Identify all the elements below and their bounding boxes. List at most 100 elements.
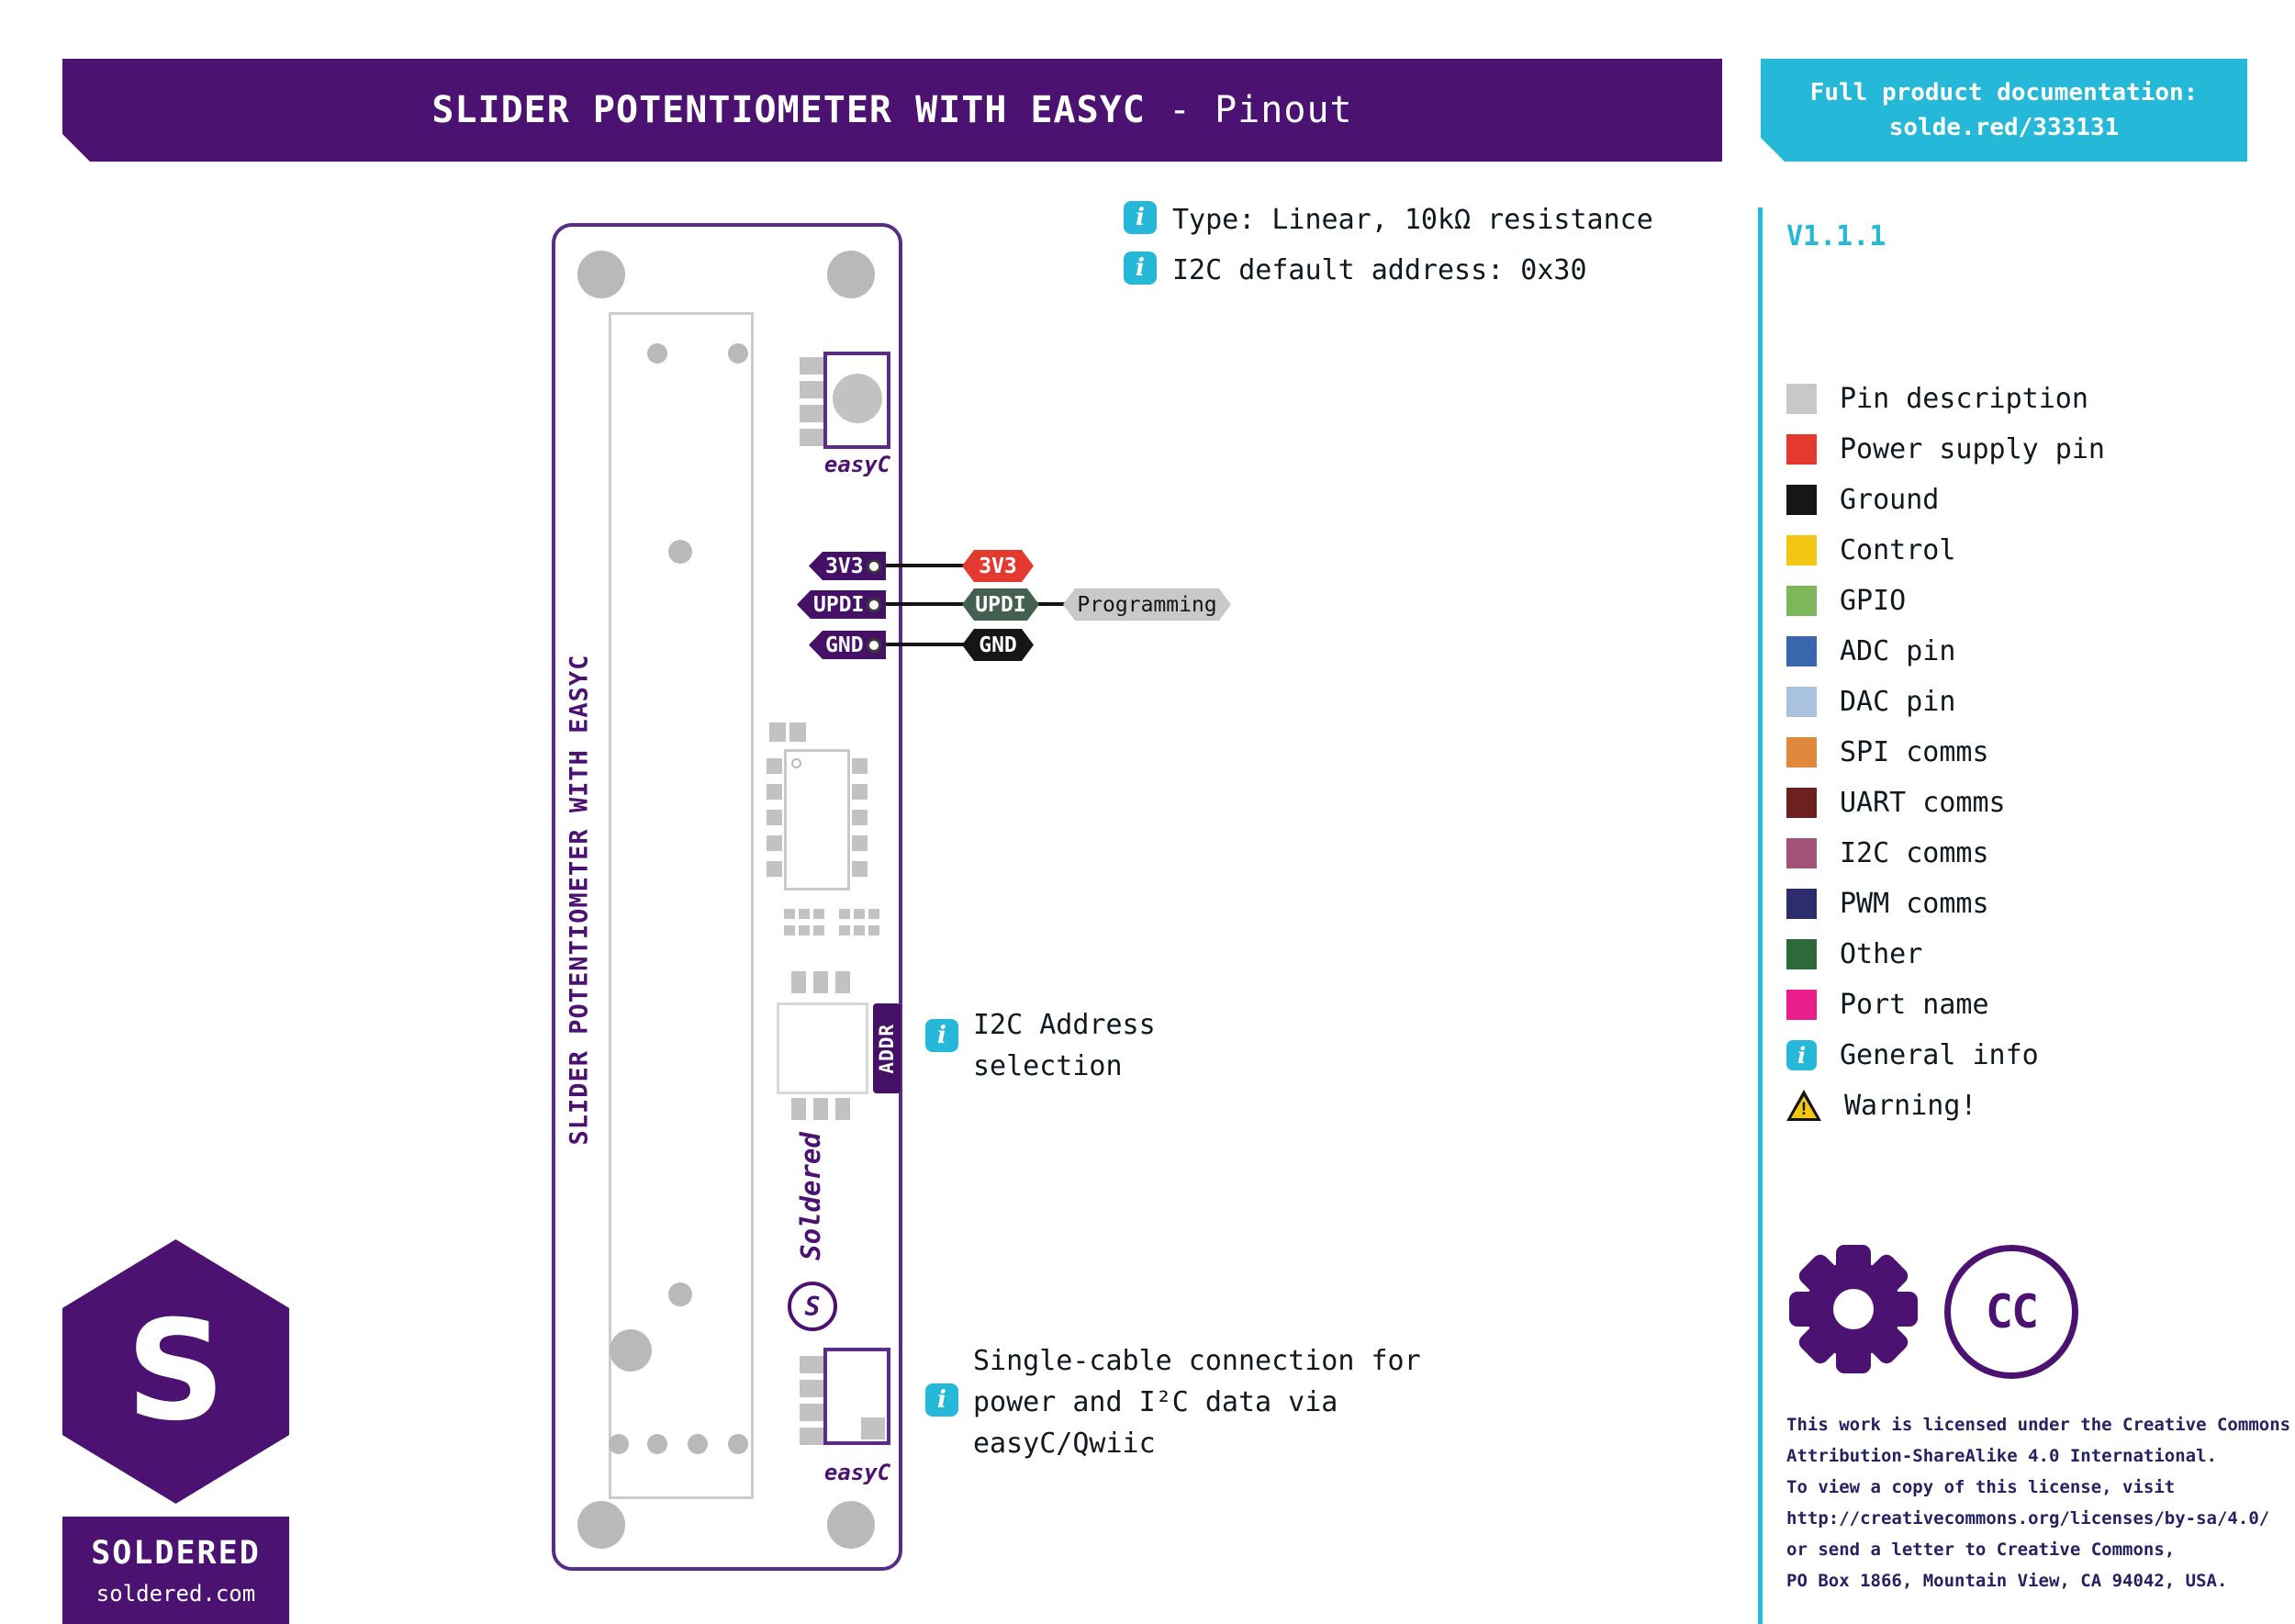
addr-note: I2C Address selection — [973, 1004, 1156, 1087]
soldered-mark: S — [788, 1282, 837, 1331]
solder-point — [647, 343, 667, 364]
legend-color-swatch — [1786, 989, 1817, 1020]
info-glyph: i — [937, 1022, 946, 1049]
legend-label: ADC pin — [1840, 634, 1956, 667]
chip-pad — [767, 861, 782, 877]
info-icon: i — [925, 1019, 958, 1052]
solder-point — [668, 540, 692, 564]
pin-tag-label: UPDI — [813, 592, 865, 617]
legend-label: Warning! — [1844, 1089, 1977, 1122]
site-url: soldered.com — [95, 1580, 256, 1607]
gear-hole — [1833, 1289, 1874, 1329]
mounting-hole — [827, 251, 875, 298]
license-line: or send a letter to Creative Commons, — [1786, 1540, 2176, 1560]
info-glyph: i — [1136, 254, 1145, 282]
legend-color-swatch — [1786, 787, 1817, 818]
wire — [870, 564, 966, 567]
smd-pad — [799, 909, 810, 919]
doc-banner-line1: Full product documentation: — [1809, 79, 2199, 106]
info-icon: i — [925, 1383, 958, 1417]
wire — [1034, 602, 1067, 606]
legend: i ! Pin description i ! Power supply pin — [1786, 382, 2105, 1122]
legend-label: Ground — [1840, 483, 1940, 516]
addr-pad — [835, 1098, 850, 1120]
pin-hole — [867, 637, 881, 653]
smd-pad — [813, 925, 824, 935]
programming-badge: Programming — [1063, 588, 1231, 621]
connector-hole — [833, 374, 882, 423]
legend-label: General info — [1840, 1038, 2039, 1071]
easyc-label-bottom: easyC — [823, 1460, 891, 1485]
solder-point — [647, 1434, 667, 1454]
pin-tag-label: GND — [825, 633, 864, 657]
page-title: SLIDER POTENTIOMETER WITH EASYC — [431, 89, 1146, 131]
mounting-hole — [827, 1501, 875, 1549]
info-glyph: i — [1136, 204, 1145, 231]
legend-label: SPI comms — [1840, 735, 1989, 768]
pin-badge-3v3: 3V3 — [962, 550, 1034, 582]
documentation-banner: Full product documentation: solde.red/33… — [1761, 59, 2247, 162]
smd-pad — [784, 909, 795, 919]
connector-pad — [800, 429, 823, 446]
info-icon: i — [1124, 252, 1157, 285]
chip-pad — [852, 835, 868, 851]
note-type: Type: Linear, 10kΩ resistance — [1172, 204, 1653, 236]
addr-pad — [813, 1098, 828, 1120]
pin-tag-updi: UPDI — [797, 590, 886, 619]
wire — [870, 602, 966, 606]
connector-pad — [800, 405, 823, 422]
soldered-logo: S — [62, 1239, 289, 1504]
ic-chip — [784, 749, 850, 890]
smd-pad — [868, 925, 879, 935]
smd-pad — [868, 909, 879, 919]
easyc-note-line2: power and I²C data via — [973, 1386, 1338, 1418]
pin-badge-gnd: GND — [962, 629, 1034, 661]
legend-item: i ! I2C comms — [1786, 837, 2105, 869]
wire — [870, 643, 966, 646]
legend-color-swatch — [1786, 484, 1817, 515]
smd-pad — [784, 925, 795, 935]
legend-label: Pin description — [1840, 382, 2088, 415]
legend-label: Other — [1840, 937, 1923, 970]
pin-tag-label: 3V3 — [825, 554, 864, 578]
legend-item: i ! UART comms — [1786, 786, 2105, 819]
easyc-note-line1: Single-cable connection for — [973, 1345, 1421, 1377]
legend-color-swatch — [1786, 635, 1817, 666]
smd-pad — [839, 909, 850, 919]
legend-label: UART comms — [1840, 786, 2006, 819]
mounting-hole — [577, 251, 625, 298]
chip-pad — [767, 758, 782, 774]
legend-color-swatch — [1786, 534, 1817, 566]
legend-label: Power supply pin — [1840, 432, 2105, 465]
solder-point — [688, 1434, 708, 1454]
soldered-wordmark: Soldered — [795, 1132, 826, 1260]
brand-name: SOLDERED — [91, 1534, 261, 1572]
solder-point — [610, 1329, 652, 1372]
legend-label: PWM comms — [1840, 887, 1989, 920]
solder-point — [609, 1434, 629, 1454]
smd-pad — [839, 925, 850, 935]
connector-pad — [800, 381, 823, 398]
version-label: V1.1.1 — [1786, 220, 1886, 252]
pin-tag-gnd: GND — [809, 631, 886, 659]
easyc-label-top: easyC — [823, 452, 891, 477]
addr-pad — [791, 971, 806, 993]
legend-item: i ! Pin description — [1786, 382, 2105, 415]
legend-color-swatch — [1786, 433, 1817, 465]
legend-color-swatch — [1786, 888, 1817, 919]
easyc-note-line3: easyC/Qwiic — [973, 1428, 1156, 1460]
license-line: Attribution-ShareAlike 4.0 International… — [1786, 1446, 2217, 1466]
legend-item: i ! DAC pin — [1786, 685, 2105, 718]
mounting-hole — [577, 1501, 625, 1549]
legend-label: Port name — [1840, 988, 1989, 1021]
info-icon: i — [1786, 1039, 1817, 1070]
legend-color-swatch — [1786, 837, 1817, 868]
chip-pad — [852, 861, 868, 877]
legend-item: i ! ADC pin — [1786, 634, 2105, 667]
doc-banner-url: solde.red/333131 — [1888, 114, 2120, 141]
legend-color-swatch — [1786, 938, 1817, 969]
legend-item: i ! Other — [1786, 937, 2105, 970]
solder-point — [728, 343, 748, 364]
chip-pad — [852, 758, 868, 774]
legend-label: DAC pin — [1840, 685, 1956, 718]
